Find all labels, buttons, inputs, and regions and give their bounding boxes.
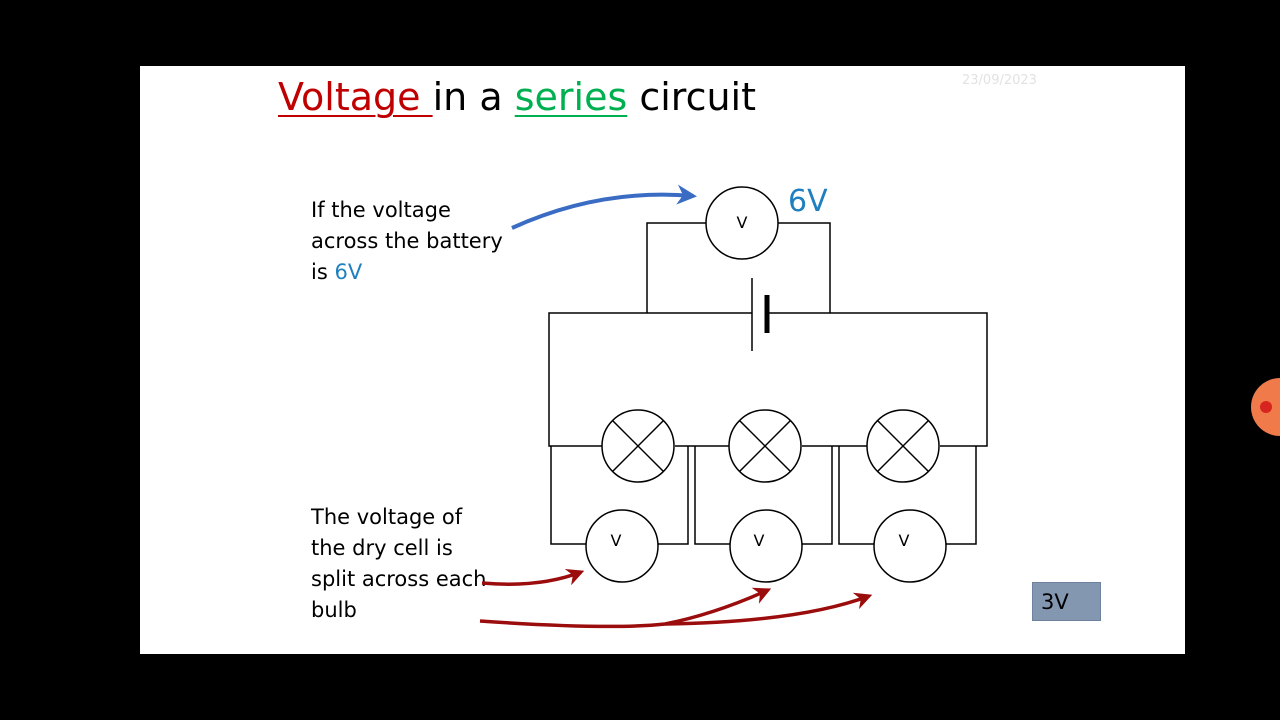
battery-voltage-reading: 6V: [788, 184, 828, 219]
slide: Voltage in a series circuit 23/09/2023 I…: [140, 66, 1185, 654]
bulb-3-voltmeter-symbol: V: [899, 531, 910, 550]
bulb-voltmeter-wires: [550, 446, 977, 545]
bulb-3-voltmeter: V: [873, 509, 947, 583]
blue-arrow-to-battery-voltmeter: [511, 184, 697, 230]
bulb-3-icon: [866, 409, 940, 483]
record-dot-icon: [1260, 401, 1272, 413]
bulb-1-voltmeter: V: [585, 509, 659, 583]
battery-cell-icon: [751, 278, 770, 351]
cell-split-note: The voltage of the dry cell is split acr…: [311, 505, 487, 622]
bulb-voltage-badge: 3V: [1032, 582, 1101, 621]
bulb-1-icon: [601, 409, 675, 483]
date-stamp: 23/09/2023: [962, 73, 1037, 88]
title-word-circuit: circuit: [627, 75, 757, 119]
bulb-2-icon: [728, 409, 802, 483]
record-button-icon[interactable]: [1251, 378, 1280, 436]
bulb-2-voltmeter: V: [729, 509, 803, 583]
circuit-diagram: V V V: [479, 184, 988, 629]
battery-voltmeter-symbol: V: [737, 213, 748, 232]
battery-voltage-note: If the voltage across the battery is 6V: [311, 195, 521, 288]
bulb-2-voltmeter-symbol: V: [754, 531, 765, 550]
red-arrows-to-bulb-voltmeters: [479, 568, 873, 629]
bulb-1-voltmeter-symbol: V: [611, 531, 622, 550]
title-word-in-a: in a: [432, 75, 515, 119]
battery-voltmeter: V: [705, 186, 779, 260]
main-circuit-wires: [548, 312, 988, 447]
battery-note-text: If the voltage across the battery is: [311, 198, 503, 284]
battery-voltmeter-wires: [646, 222, 831, 313]
title-word-voltage: Voltage: [278, 75, 433, 119]
slide-title: Voltage in a series circuit: [278, 74, 756, 120]
battery-note-value: 6V: [334, 260, 363, 284]
title-word-series: series: [514, 75, 628, 119]
